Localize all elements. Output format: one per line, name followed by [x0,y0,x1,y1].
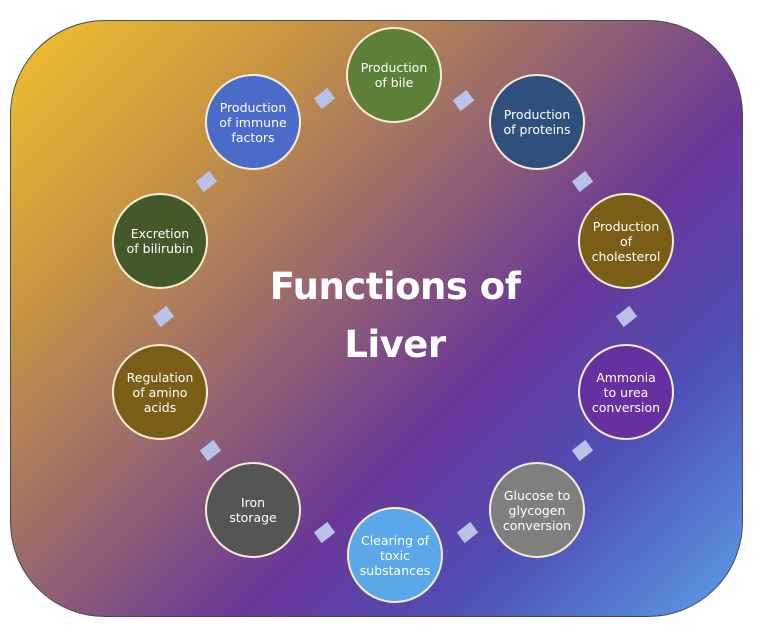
diagram-title: Functions of Liver [250,258,540,374]
title-line-1: Functions of [269,265,521,308]
title-line-2: Liver [344,323,446,366]
